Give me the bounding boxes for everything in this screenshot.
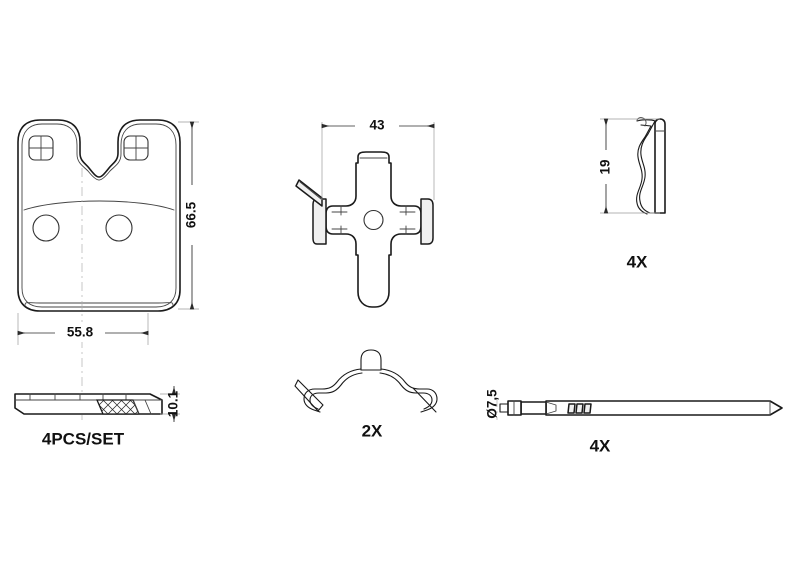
dimension-width-43: 43 xyxy=(321,115,435,200)
brake-pad-side-ribs xyxy=(29,393,127,401)
dim-label-10-1: 10.1 xyxy=(166,390,181,417)
dim-label-19: 19 xyxy=(598,159,613,174)
spring-clip-left-arm xyxy=(303,368,362,413)
brake-pad-inner-edge xyxy=(21,123,177,308)
shim-plate-right-prongs xyxy=(399,205,416,235)
brake-pad-side-step xyxy=(132,399,152,415)
shim-plate-angled-tab xyxy=(295,179,323,207)
brake-pad-side-body xyxy=(14,393,163,415)
retaining-clip-spring-inner xyxy=(636,124,652,215)
brake-pad-lug-left xyxy=(28,135,54,161)
qty-label-retaining-pin: 4X xyxy=(590,436,611,455)
retaining-clip-spring-arm xyxy=(636,119,658,214)
retaining-pin-knurl-right xyxy=(583,403,592,414)
brake-pad-side-view xyxy=(14,393,163,415)
brake-pad-outline xyxy=(17,119,181,312)
brake-pad-bottom-offset xyxy=(24,302,174,307)
spring-clip-right-arm-inner xyxy=(379,372,433,410)
dim-label-43: 43 xyxy=(369,118,385,133)
spring-clip-right-arm xyxy=(380,368,438,413)
shim-plate-right-cap xyxy=(420,198,434,245)
retaining-pin-view xyxy=(499,400,783,416)
retaining-clip-strap xyxy=(654,118,666,214)
retaining-pin-collar xyxy=(520,401,547,415)
dimension-height-66-5: 66.5 xyxy=(178,121,202,310)
dim-label-66-5: 66.5 xyxy=(184,201,199,228)
friction-material-hatch xyxy=(96,399,140,415)
shim-plate-left-prongs xyxy=(331,205,348,235)
dim-label-diameter: Ø7,5 xyxy=(485,389,500,419)
dim-label-55-8: 55.8 xyxy=(67,325,94,340)
friction-material-boundary xyxy=(23,200,175,211)
spring-clip-right-tail xyxy=(412,387,437,413)
shim-plate-left-cap xyxy=(312,198,327,245)
dimension-thickness-10-1: 10.1 xyxy=(160,386,181,422)
retaining-pin-ring xyxy=(507,400,522,416)
dimension-width-55-8: 55.8 xyxy=(17,313,149,345)
qty-label-brake-pad: 4PCS/SET xyxy=(42,429,125,448)
spring-clip-top-loop xyxy=(360,349,382,371)
brake-pad-lug-right xyxy=(123,135,149,161)
retaining-pin-taper xyxy=(545,401,557,415)
shim-plate-view xyxy=(295,151,434,308)
brake-pad-hole-right xyxy=(105,214,133,242)
dimension-diameter-7-5: Ø7,5 xyxy=(485,389,500,420)
shim-plate-center-hole xyxy=(363,209,384,231)
brake-pad-hole-left xyxy=(32,214,60,242)
retaining-pin-knurl-left xyxy=(567,403,576,414)
spring-clip-left-tail xyxy=(294,379,324,412)
retaining-clip-view xyxy=(636,117,666,215)
retaining-pin-knurl-mid xyxy=(575,403,584,414)
dimension-height-19: 19 xyxy=(596,118,660,214)
qty-label-retaining-clip: 4X xyxy=(627,252,648,271)
qty-label-spring-clip: 2X xyxy=(362,421,383,440)
brake-pad-front-view xyxy=(17,119,181,420)
spring-clip-view xyxy=(294,349,438,413)
spring-clip-left-arm-inner xyxy=(309,372,363,410)
retaining-pin-nose xyxy=(499,403,509,413)
